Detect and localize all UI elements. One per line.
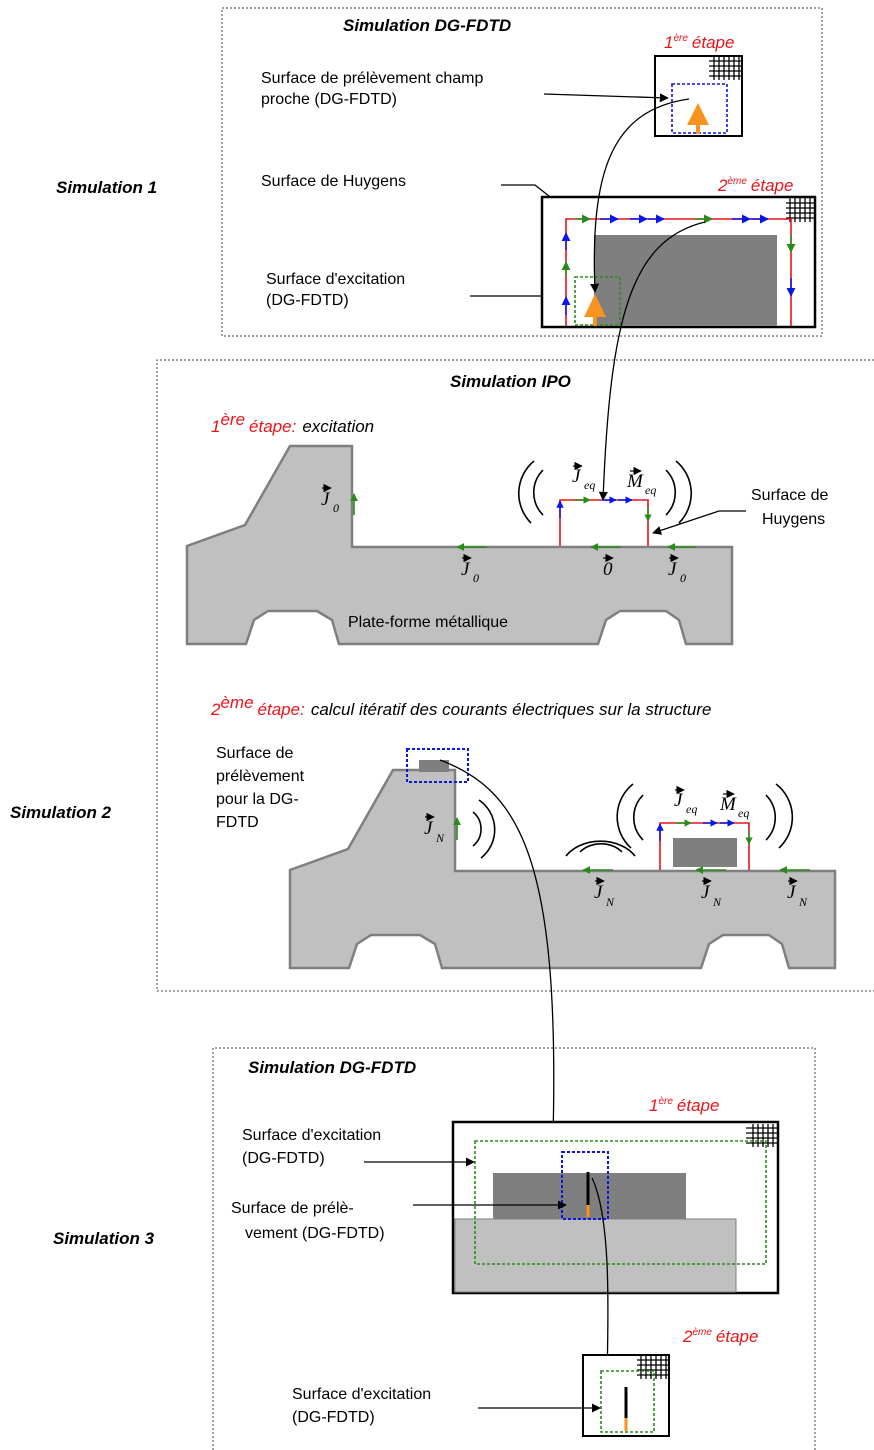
svg-text:N: N <box>712 895 722 909</box>
svg-text:J: J <box>787 882 797 903</box>
symbol-Jeq-2: J eq <box>674 785 697 816</box>
svg-text:eq: eq <box>584 478 595 492</box>
svg-text:N: N <box>435 831 445 845</box>
symbol-JN-3: J N <box>787 876 808 909</box>
symbol-zero: 0 <box>603 553 614 580</box>
sim3-sample-label-2: vement (DG-FDTD) <box>245 1225 385 1242</box>
svg-text:0: 0 <box>680 571 686 585</box>
symbol-Jeq-1: J eq <box>572 461 595 492</box>
symbol-Meq-2: M eq <box>719 789 749 820</box>
svg-text:eq: eq <box>738 806 749 820</box>
source-arrow-icon <box>687 103 709 125</box>
ipo-huygens-label: Surface de <box>751 487 828 504</box>
sim3-step2-box <box>582 1354 670 1437</box>
svg-text:J: J <box>461 559 471 580</box>
ipo-sample-label-1: Surface de <box>216 745 293 762</box>
symbol-JN-2: J N <box>701 876 722 909</box>
sim3-excit-label: Surface d'excitation <box>242 1127 381 1144</box>
svg-text:J: J <box>701 882 711 903</box>
truck-platform-1 <box>185 444 734 646</box>
svg-text:N: N <box>798 895 808 909</box>
sim1-near-field-label: Surface de prélèvement champ <box>261 70 483 87</box>
ipo-huygens-label-2: Huygens <box>762 511 825 528</box>
sim3-row-label: Simulation 3 <box>53 1229 155 1248</box>
source-arrow-icon <box>584 294 606 317</box>
sim3-excit2-label-2: (DG-FDTD) <box>292 1409 375 1426</box>
ipo-sample-label-4: FDTD <box>216 814 259 831</box>
truck-platform-2 <box>288 768 837 970</box>
platform-label: Plate-forme métallique <box>348 614 508 631</box>
svg-text:M: M <box>719 794 737 815</box>
svg-text:J: J <box>594 882 604 903</box>
sim2-row-label: Simulation 2 <box>10 803 112 822</box>
symbol-J0-left: J 0 <box>461 553 479 585</box>
sim1-near-field-label-2: proche (DG-FDTD) <box>261 91 397 108</box>
svg-text:J: J <box>321 489 331 510</box>
sim1-frame <box>221 7 823 337</box>
ipo-sample-label-3: pour la DG- <box>216 791 299 808</box>
svg-text:M: M <box>626 471 644 492</box>
transfer-curve-step1-to-step2 <box>590 98 690 293</box>
sim3-title: Simulation DG-FDTD <box>248 1058 416 1077</box>
transfer-curve-ipo-to-sim3 <box>439 759 558 1138</box>
svg-text:0: 0 <box>603 559 613 580</box>
huygens-box-1 <box>559 499 649 546</box>
sim1-excit-label-2: (DG-FDTD) <box>266 292 349 309</box>
sim1-title: Simulation DG-FDTD <box>343 16 511 35</box>
sim3-sample-label: Surface de prélè- <box>231 1200 354 1217</box>
obstacle-block <box>673 838 737 867</box>
svg-text:J: J <box>572 466 582 487</box>
sim1-near-field-pointer <box>543 93 669 103</box>
svg-text:J: J <box>674 790 684 811</box>
symbol-JN-vertical: J N <box>424 812 445 845</box>
sim1-row-label: Simulation 1 <box>56 178 157 197</box>
svg-text:0: 0 <box>473 571 479 585</box>
svg-text:N: N <box>605 895 615 909</box>
ipo-huygens-pointer <box>652 510 746 535</box>
svg-text:J: J <box>668 559 678 580</box>
radiation-waves-2 <box>472 783 794 859</box>
ipo-sample-label-2: prélèvement <box>216 768 305 785</box>
sim3-excit2-label: Surface d'excitation <box>292 1386 431 1403</box>
sim1-step2-box <box>540 195 817 329</box>
sim3-excit-label-2: (DG-FDTD) <box>242 1150 325 1167</box>
symbol-J0-vertical: J 0 <box>321 483 339 515</box>
sim1-huygens-label: Surface de Huygens <box>261 173 406 190</box>
symbol-J0-right: J 0 <box>668 553 686 585</box>
transfer-curve-sim1-to-ipo <box>598 221 706 501</box>
sim3-step1-box <box>451 1120 780 1295</box>
ipo-frame <box>156 359 874 992</box>
sensor-block <box>419 760 449 772</box>
ipo-title: Simulation IPO <box>450 372 571 391</box>
svg-text:J: J <box>424 818 434 839</box>
sim1-excit-label: Surface d'excitation <box>266 271 405 288</box>
svg-text:eq: eq <box>645 483 656 497</box>
radiation-waves-1 <box>517 460 693 524</box>
svg-text:0: 0 <box>333 501 339 515</box>
symbol-Meq-1: M eq <box>626 466 656 497</box>
symbol-JN-1: J N <box>594 876 615 909</box>
svg-text:eq: eq <box>686 802 697 816</box>
sim1-step1-box <box>654 55 743 137</box>
sample-surface-box <box>406 748 469 783</box>
sim3-frame <box>212 1047 816 1450</box>
